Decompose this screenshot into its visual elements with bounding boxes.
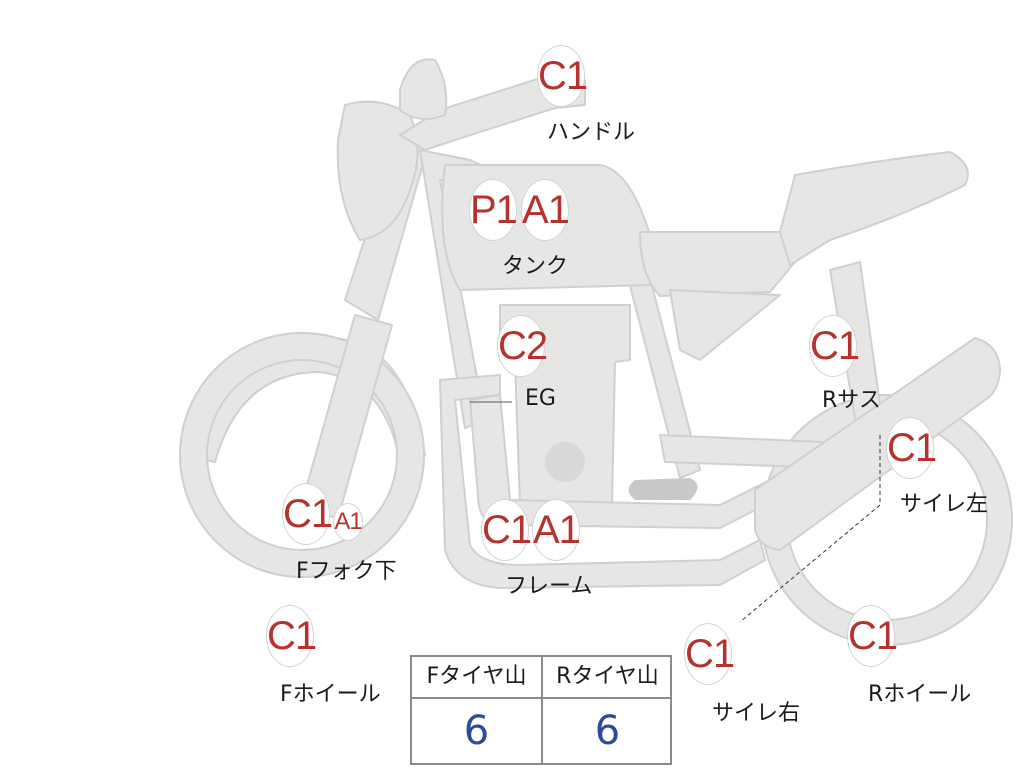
badge-front-wheel-c1: C1 xyxy=(267,606,317,666)
badge-rear-susp-c1: C1 xyxy=(810,316,860,376)
badge-tank-a1: A1 xyxy=(522,180,570,240)
side-panel xyxy=(669,289,781,361)
badge-tank-p1: P1 xyxy=(470,180,518,240)
rear-tread-value: 6 xyxy=(594,708,621,754)
label-tank: タンク xyxy=(502,254,569,279)
exhaust-pipe xyxy=(439,374,766,589)
label-muffler-right: サイレ右 xyxy=(712,701,801,726)
label-muffler-left: サイレ左 xyxy=(900,492,989,517)
headlight xyxy=(336,100,419,241)
engine-cover xyxy=(545,442,585,482)
label-handle: ハンドル xyxy=(547,120,636,145)
tire-tread-table: Fタイヤ山 Rタイヤ山 6 6 xyxy=(410,655,672,765)
mirror xyxy=(399,58,448,120)
front-tread-header: Fタイヤ山 xyxy=(412,657,541,699)
label-rear-susp: Rサス xyxy=(822,388,881,413)
badge-engine-c2: C2 xyxy=(498,316,548,376)
label-fork-lower: Fフォク下 xyxy=(296,559,397,584)
front-wheel xyxy=(179,332,425,578)
footpeg xyxy=(628,478,698,500)
badge-fork-a1: A1 xyxy=(334,504,363,540)
tail xyxy=(779,151,969,266)
rear-tread-header: Rタイヤ山 xyxy=(543,657,672,699)
front-tread-value: 6 xyxy=(463,708,490,754)
muffler xyxy=(754,337,1001,551)
badge-frame-c1: C1 xyxy=(482,500,532,560)
badge-handle-c1: C1 xyxy=(538,46,588,106)
leader-line xyxy=(739,504,881,623)
badge-muffler-right-c1: C1 xyxy=(685,624,735,684)
seat xyxy=(639,231,796,297)
badge-muffler-left-c1: C1 xyxy=(887,418,937,478)
table-divider xyxy=(541,657,543,763)
badge-rear-wheel-c1: C1 xyxy=(848,606,898,666)
label-frame: フレーム xyxy=(505,574,593,599)
label-rear-wheel: Rホイール xyxy=(868,682,972,707)
badge-fork-c1: C1 xyxy=(283,484,333,544)
label-front-wheel: Fホイール xyxy=(280,682,381,707)
badge-frame-a1: A1 xyxy=(533,500,581,560)
label-engine: EG xyxy=(525,386,556,411)
